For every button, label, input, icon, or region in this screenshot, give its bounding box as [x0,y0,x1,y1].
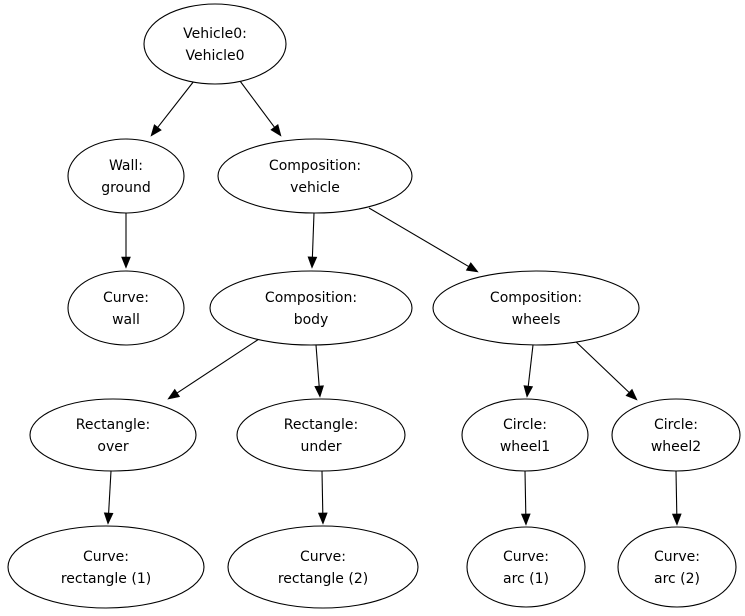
edge-arrowhead-icon [625,388,638,401]
node-label-name: ground [101,180,151,196]
node-ellipse[interactable] [29,398,197,472]
node-ellipse[interactable] [611,398,741,472]
graph-node-composition_wheels[interactable]: Composition: wheels [432,270,640,346]
node-label-name: over [97,439,128,455]
graph-node-circle_wheel2[interactable]: Circle: wheel2 [611,398,741,472]
node-label-name: body [294,312,329,328]
graph-node-wall_ground[interactable]: Wall: ground [67,138,185,214]
node-label-name: arc (2) [654,571,700,587]
edge-arrowhead-icon [150,124,162,137]
edge-line [108,470,112,514]
node-label-type: Rectangle: [76,417,150,433]
node-label-name: wheels [512,312,561,328]
edge-arrowhead-icon [314,385,324,398]
node-ellipse[interactable] [466,526,586,608]
node-label-type: Curve: [83,549,129,565]
node-label-type: Curve: [503,549,549,565]
graph-edge-circle_wheel2-to-curve_arc_2 [671,470,682,526]
edge-arrowhead-icon [465,262,479,273]
edge-arrowhead-icon [167,388,181,400]
node-label-type: Curve: [300,549,346,565]
graph-node-curve_wall[interactable]: Curve: wall [67,270,185,346]
edge-arrowhead-icon [523,385,534,398]
graph-node-curve_rectangle_2[interactable]: Curve: rectangle (2) [227,525,419,609]
node-label-type: Circle: [654,417,698,433]
edge-line [157,80,195,128]
node-label-name: wheel1 [500,439,550,455]
edge-line [239,80,275,128]
edge-line [572,338,630,393]
node-label-type: Curve: [654,549,700,565]
graph-node-circle_wheel1[interactable]: Circle: wheel1 [461,398,589,472]
graph-node-vehicle0[interactable]: Vehicle0: Vehicle0 [143,3,287,85]
node-label-name: rectangle (1) [61,571,151,587]
edge-arrowhead-icon [671,513,682,526]
graph-edge-rectangle_under-to-curve_rectangle_2 [317,470,328,525]
graph-edge-circle_wheel1-to-curve_arc_1 [520,470,531,526]
node-label-type: Rectangle: [284,417,358,433]
edge-line [315,344,320,387]
node-ellipse[interactable] [227,525,419,609]
edge-line [368,207,469,267]
edge-line [524,470,527,515]
graph-node-rectangle_under[interactable]: Rectangle: under [236,398,406,472]
node-ellipse[interactable] [67,138,185,214]
graph-node-curve_rectangle_1[interactable]: Curve: rectangle (1) [7,525,205,609]
node-label-name: under [300,439,341,455]
graph-edge-wall_ground-to-curve_wall [121,213,131,269]
node-label-name: arc (1) [503,571,549,587]
edges-layer [103,80,682,526]
edge-arrowhead-icon [307,256,318,269]
edge-arrowhead-icon [270,124,282,137]
node-ellipse[interactable] [432,270,640,346]
graph-node-curve_arc_1[interactable]: Curve: arc (1) [466,526,586,608]
edge-arrowhead-icon [121,256,131,269]
edge-line [675,470,678,515]
graph-node-composition_vehicle[interactable]: Composition: vehicle [217,138,413,214]
graph-edge-composition_wheels-to-circle_wheel2 [572,338,638,401]
graph-edge-vehicle0-to-composition_vehicle [239,80,282,137]
node-ellipse[interactable] [7,525,205,609]
graph-edge-composition_wheels-to-circle_wheel1 [523,344,534,398]
edge-arrowhead-icon [103,512,114,525]
node-label-type: Composition: [490,290,582,306]
graph-edge-composition_body-to-rectangle_under [314,344,324,398]
graph-edge-composition_vehicle-to-composition_body [307,212,318,269]
edge-arrowhead-icon [317,512,328,525]
node-label-type: Curve: [103,290,149,306]
graph-edge-rectangle_over-to-curve_rectangle_1 [103,470,114,525]
graph-node-rectangle_over[interactable]: Rectangle: over [29,398,197,472]
node-ellipse[interactable] [143,3,287,85]
node-label-name: wheel2 [651,439,701,455]
node-label-type: Composition: [265,290,357,306]
graph-node-curve_arc_2[interactable]: Curve: arc (2) [617,526,737,608]
edge-arrowhead-icon [520,513,531,526]
node-ellipse[interactable] [617,526,737,608]
node-label-type: Wall: [109,158,143,174]
edge-line [527,344,534,387]
node-label-type: Composition: [269,158,361,174]
graph-edge-composition_vehicle-to-composition_wheels [368,207,479,273]
node-label-type: Circle: [503,417,547,433]
node-label-name: Vehicle0 [186,48,245,64]
node-ellipse[interactable] [461,398,589,472]
node-label-name: rectangle (2) [278,571,368,587]
node-ellipse[interactable] [217,138,413,214]
edge-line [321,470,324,514]
graph-node-composition_body[interactable]: Composition: body [209,270,413,346]
node-ellipse[interactable] [236,398,406,472]
node-ellipse[interactable] [67,270,185,346]
graph-edge-vehicle0-to-wall_ground [150,80,195,137]
node-label-name: vehicle [290,180,340,196]
node-label-name: wall [112,312,140,328]
node-label-type: Vehicle0: [183,26,247,42]
edge-line [311,212,315,258]
nodes-layer: Vehicle0:Vehicle0Wall:groundComposition:… [7,3,741,609]
graph-edge-composition_body-to-rectangle_over [167,338,260,400]
node-ellipse[interactable] [209,270,413,346]
edge-line [176,338,260,394]
